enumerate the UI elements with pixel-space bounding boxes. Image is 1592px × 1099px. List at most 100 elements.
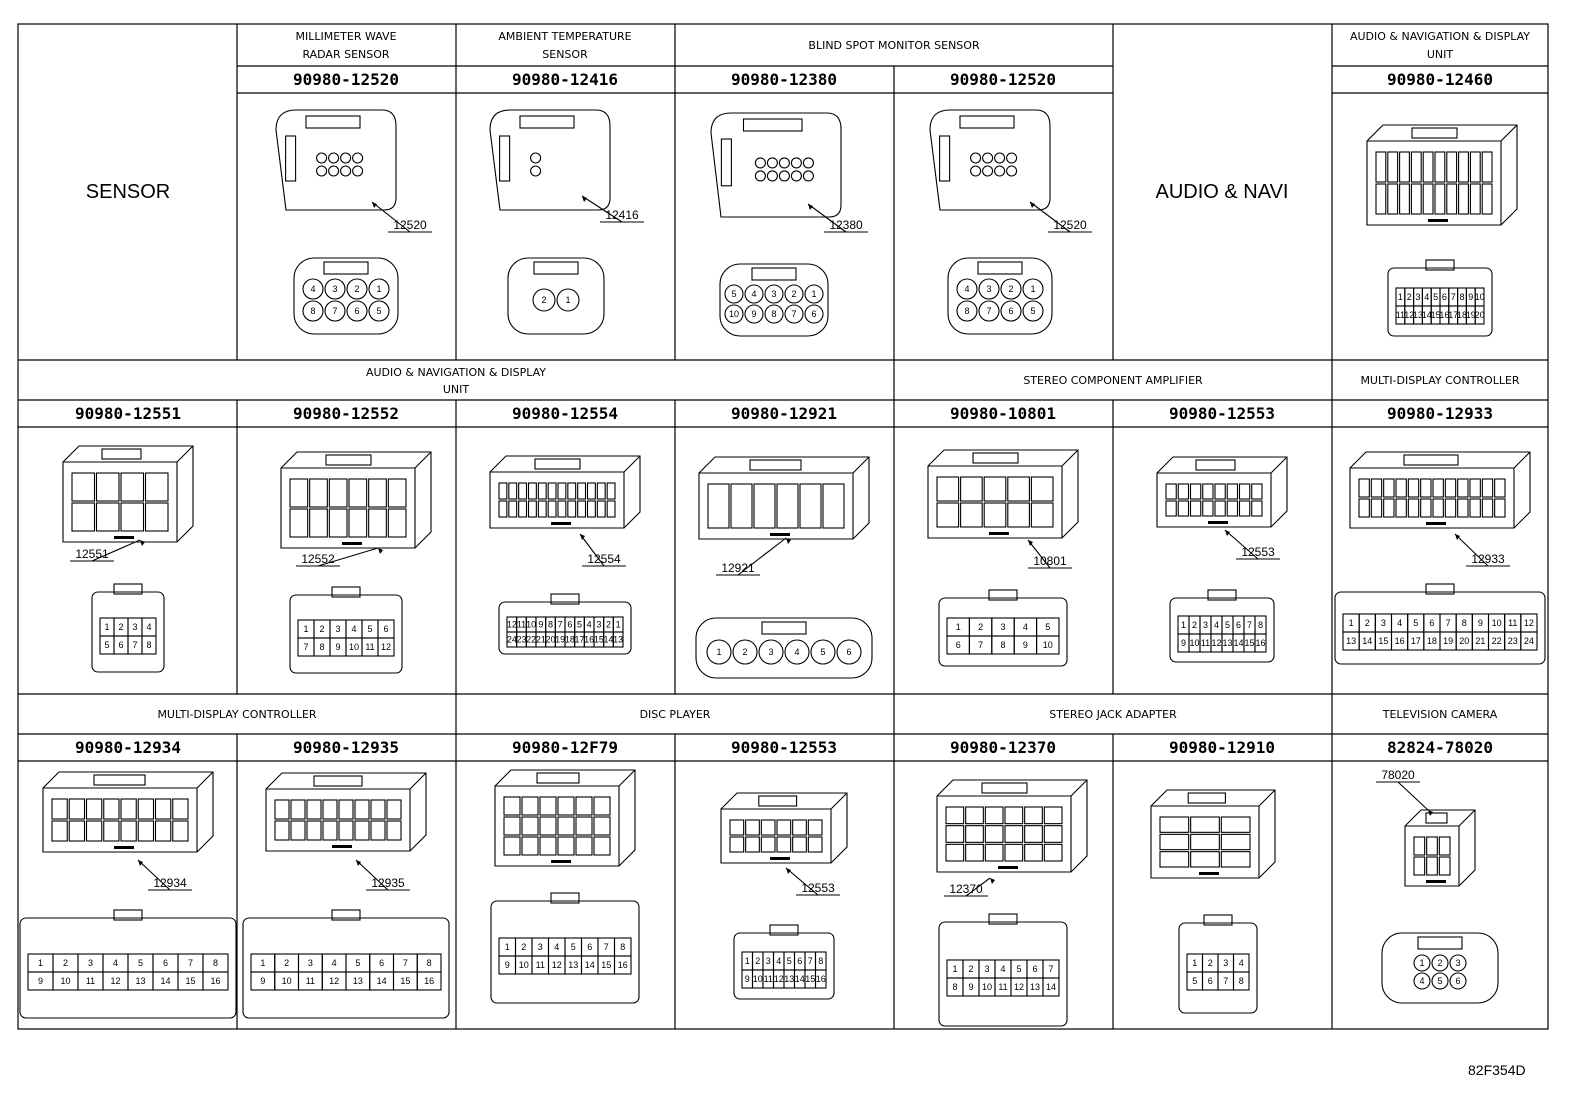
pin-number: 4 (554, 942, 559, 952)
leader-arrow (786, 868, 791, 874)
sensor-label: SENSOR (86, 181, 170, 203)
pin-number: 2 (978, 622, 983, 632)
callout-label: 12934 (153, 876, 187, 890)
pin-number: 8 (146, 640, 151, 650)
leader-line (371, 201, 411, 233)
connector-sketch (1404, 809, 1476, 887)
pin-number: 7 (791, 309, 796, 319)
pin-number: 6 (567, 620, 572, 630)
pin-number: 15 (594, 635, 604, 645)
leader-arrow (580, 534, 585, 540)
pin-number: 9 (1468, 292, 1473, 302)
pin-number: 16 (1395, 636, 1405, 646)
pin-number: 10 (729, 309, 739, 319)
leader-line (1224, 529, 1259, 560)
leader-line (965, 877, 991, 897)
pin-number: 10 (1475, 292, 1485, 302)
tv-camera-caption: TELEVISION CAMERA (1382, 708, 1498, 721)
connector-sketch (698, 456, 870, 540)
leader-line (137, 859, 171, 891)
row2-display-unit-caption-2: UNIT (443, 383, 470, 396)
callout-label: 12933 (1471, 552, 1505, 566)
pin-number: 2 (755, 956, 760, 966)
pin-number: 3 (1223, 958, 1228, 968)
pin-number: 11 (1396, 310, 1405, 320)
pin-number: 11 (306, 976, 315, 986)
leader-arrow (786, 538, 791, 544)
pin-number: 2 (1407, 292, 1412, 302)
pin-number: 7 (188, 958, 193, 968)
pin-number: 7 (978, 640, 983, 650)
pin-number: 11 (1201, 638, 1210, 648)
pin-number: 9 (505, 960, 510, 970)
display-unit-caption-1: AUDIO & NAVIGATION & DISPLAY (1350, 30, 1530, 43)
pin-number: 15 (400, 976, 410, 986)
part-number: 82824-78020 (1387, 738, 1493, 757)
pin-number: 1 (505, 942, 510, 952)
pin-number: 12 (1404, 310, 1414, 320)
pin-number: 3 (1000, 622, 1005, 632)
pin-number: 1 (811, 289, 816, 299)
pin-number: 5 (376, 306, 381, 316)
pin-number: 1 (104, 622, 109, 632)
pin-number: 12 (1211, 638, 1221, 648)
pin-number: 7 (132, 640, 137, 650)
leader-arrow (138, 860, 143, 866)
pin-number: 8 (1258, 620, 1263, 630)
callout-label: 12553 (1241, 545, 1275, 559)
pin-number: 4 (1000, 964, 1005, 974)
stereo-jack-caption: STEREO JACK ADAPTER (1049, 708, 1177, 721)
leader-arrow (1428, 810, 1433, 816)
leader-arrow (582, 196, 587, 202)
ambient-temp-caption-1: AMBIENT TEMPERATURE (498, 30, 631, 43)
pin-number: 6 (587, 942, 592, 952)
leader-line (317, 547, 379, 567)
pin-number: 6 (163, 958, 168, 968)
pin-number: 5 (1016, 964, 1021, 974)
pin-number: 14 (795, 974, 805, 984)
pin-number: 7 (1451, 292, 1456, 302)
pin-number: 19 (1443, 636, 1453, 646)
stereo-amp-caption: STEREO COMPONENT AMPLIFIER (1023, 374, 1203, 387)
connector-sketch (936, 779, 1088, 873)
part-number: 90980-12553 (731, 738, 837, 757)
pin-number: 1 (565, 295, 570, 305)
pin-number: 8 (952, 982, 957, 992)
pin-number: 2 (541, 295, 546, 305)
leader-arrow (1030, 202, 1035, 208)
pin-number: 9 (260, 976, 265, 986)
pin-number: 3 (538, 942, 543, 952)
connector-sketch (62, 445, 194, 543)
pin-number: 7 (558, 620, 563, 630)
pin-number: 14 (603, 635, 613, 645)
pin-number: 13 (1413, 310, 1423, 320)
pin-number: 5 (577, 620, 582, 630)
connector-sketch (927, 449, 1079, 539)
pin-number: 19 (555, 635, 565, 645)
part-number: 90980-12551 (75, 404, 181, 423)
pin-number: 12 (1014, 982, 1024, 992)
callout-label: 12370 (949, 882, 983, 896)
pin-number: 5 (1225, 620, 1230, 630)
pin-number: 10 (526, 620, 536, 630)
pin-number: 10 (60, 976, 70, 986)
pin-number: 20 (1475, 310, 1485, 320)
callout-label: 12551 (75, 547, 109, 561)
pin-number: 2 (521, 942, 526, 952)
leader-line (807, 203, 847, 233)
pin-number: 2 (1365, 618, 1370, 628)
pin-number: 7 (1048, 964, 1053, 974)
pin-number: 1 (260, 958, 265, 968)
pin-number: 1 (716, 647, 721, 657)
callout-label: 10801 (1033, 554, 1067, 568)
connector-sketch (1156, 456, 1288, 528)
part-number: 90980-12F79 (512, 738, 618, 757)
connector-sketch (710, 112, 842, 218)
pin-number: 4 (1424, 292, 1429, 302)
pin-number: 7 (808, 956, 813, 966)
pin-number: 13 (353, 976, 363, 986)
